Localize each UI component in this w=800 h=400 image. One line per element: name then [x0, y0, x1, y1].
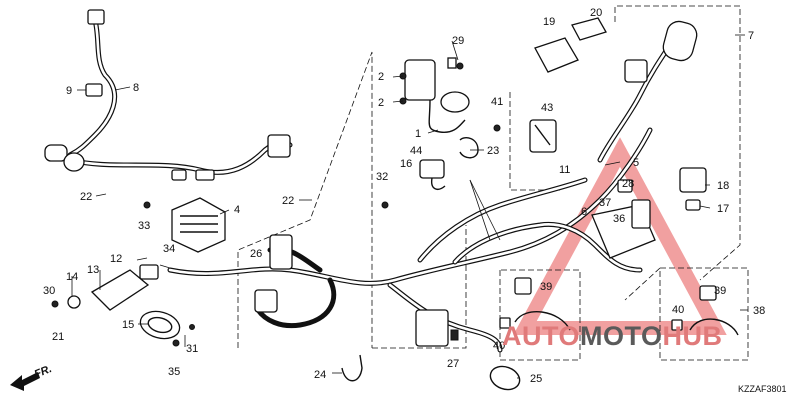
- callout-40b: 40: [672, 304, 684, 316]
- callout-39a: 39: [540, 281, 552, 293]
- callout-numbers: 1 2 2 4 5 6 7 8 9 11 12 13 14 15 16 17 1…: [43, 7, 765, 385]
- callout-2b: 2: [378, 97, 384, 109]
- callout-8: 8: [133, 82, 139, 94]
- inset-39-40-right: [671, 285, 739, 336]
- callout-41: 41: [491, 96, 503, 108]
- callout-30: 30: [43, 285, 55, 297]
- callout-34: 34: [163, 243, 175, 255]
- callout-22b: 22: [282, 195, 294, 207]
- callout-5: 5: [633, 157, 639, 169]
- relay-18: [679, 167, 707, 211]
- callout-27: 27: [447, 358, 459, 370]
- sub-harness-8: [44, 9, 293, 181]
- callout-4: 4: [234, 204, 240, 216]
- callout-28: 28: [622, 178, 634, 190]
- connector-16: [419, 159, 446, 190]
- front-direction-label: FR.: [33, 363, 54, 381]
- callout-17: 17: [717, 203, 729, 215]
- callout-16: 16: [400, 158, 412, 170]
- fasteners: [143, 62, 501, 330]
- callout-21: 21: [52, 331, 64, 343]
- callout-25: 25: [530, 373, 542, 385]
- callout-38: 38: [753, 305, 765, 317]
- callout-15: 15: [122, 319, 134, 331]
- callout-9: 9: [66, 85, 72, 97]
- callout-44: 44: [410, 145, 422, 157]
- callout-2a: 2: [378, 71, 384, 83]
- callout-7: 7: [748, 30, 754, 42]
- watermark-part-moto: MOTO: [580, 321, 663, 351]
- bracket-12: [51, 264, 159, 311]
- callout-11: 11: [559, 164, 570, 176]
- callout-6: 6: [581, 206, 587, 218]
- diagram-code: KZZAF3801: [738, 384, 787, 394]
- callout-43: 43: [541, 102, 553, 114]
- callout-24: 24: [314, 369, 326, 381]
- callout-19: 19: [543, 16, 555, 28]
- callout-40a: 40: [493, 340, 505, 352]
- callout-13: 13: [87, 264, 99, 276]
- regulator-part: [171, 197, 226, 253]
- callout-20: 20: [590, 7, 602, 19]
- watermark-logo: [513, 137, 727, 335]
- relay-units-19-20: [534, 17, 607, 73]
- callout-29: 29: [452, 35, 464, 47]
- watermark-part-auto: AUTO: [502, 321, 580, 351]
- connector-26: [254, 234, 293, 313]
- clamp-24: [341, 354, 363, 382]
- leader-lines: [71, 34, 748, 379]
- svg-text:AUTOMOTOHUB: AUTOMOTOHUB: [502, 321, 723, 351]
- front-direction-arrow: FR.: [10, 363, 54, 391]
- callout-31: 31: [186, 343, 198, 355]
- callout-12: 12: [110, 253, 122, 265]
- main-harness: [167, 42, 673, 353]
- callout-32: 32: [376, 171, 388, 183]
- inset-39-40-left: [499, 277, 571, 331]
- bracket-43: [529, 119, 557, 153]
- junction-box: [591, 179, 656, 259]
- callout-22a: 22: [80, 191, 92, 203]
- callout-1: 1: [415, 128, 421, 140]
- watermark-part-hub: HUB: [663, 321, 723, 351]
- callout-23: 23: [487, 145, 499, 157]
- callout-14: 14: [66, 271, 78, 283]
- watermark-text: AUTOMOTOHUB: [502, 321, 723, 351]
- pad-15: [139, 310, 181, 347]
- group-outlines: [237, 5, 749, 361]
- callout-39b: 39: [714, 285, 726, 297]
- callout-37: 37: [599, 197, 611, 209]
- band-25: [489, 365, 521, 391]
- callout-36: 36: [613, 213, 625, 225]
- callout-33: 33: [138, 220, 150, 232]
- connector-27: [415, 309, 459, 347]
- connector-cover-7: [624, 20, 698, 83]
- clamp-23: [459, 137, 479, 159]
- callout-26: 26: [250, 248, 262, 260]
- callout-35: 35: [168, 366, 180, 378]
- callout-18: 18: [717, 180, 729, 192]
